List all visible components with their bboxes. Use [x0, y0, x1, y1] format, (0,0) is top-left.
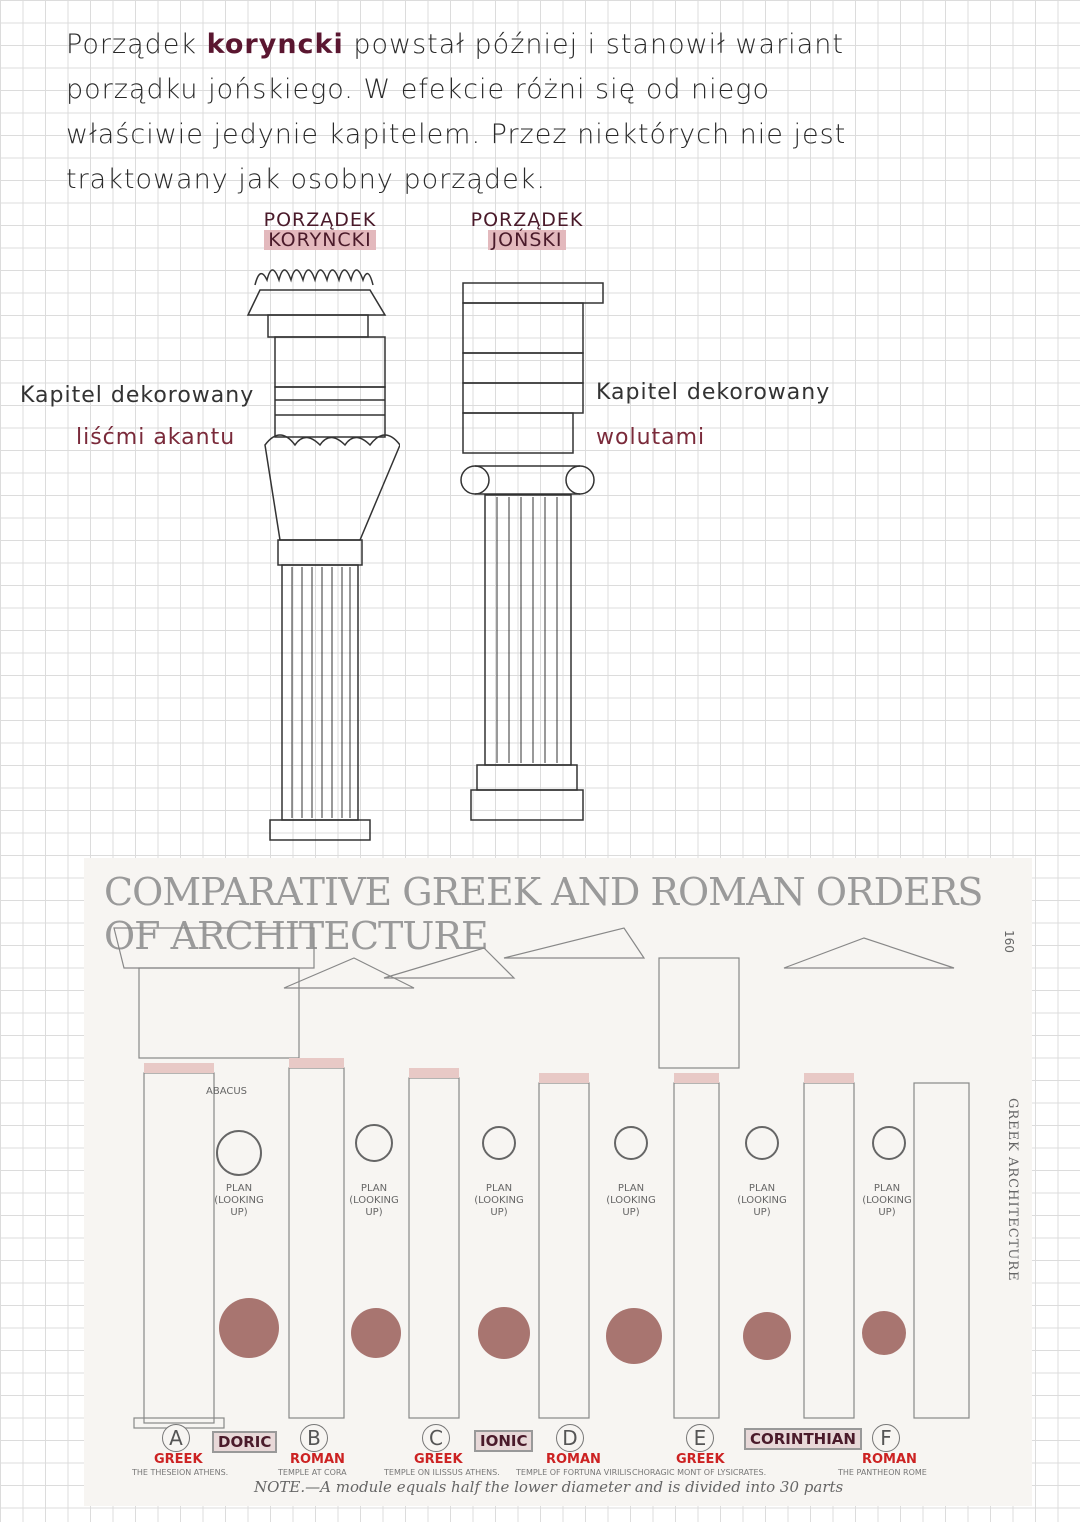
column-letter-a: A: [162, 1424, 190, 1452]
plan-label-d: PLAN (LOOKING UP): [606, 1183, 656, 1218]
era-f: ROMAN: [862, 1452, 917, 1467]
temple-a: THE THESEION ATHENS.: [132, 1468, 229, 1477]
plate-columns-drawing: [113, 927, 970, 1429]
corinthian-label-line2: KORYNCKI: [264, 230, 376, 250]
corinthian-label-line1: PORZĄDEK: [263, 209, 377, 231]
corinthian-label: PORZĄDEK KORYNCKI: [255, 210, 385, 250]
plate-title: COMPARATIVE GREEK AND ROMAN ORDERS OF AR…: [104, 870, 983, 958]
plan-label-e: PLAN (LOOKING UP): [737, 1183, 787, 1218]
right-annotation-line1: Kapitel dekorowany: [596, 380, 831, 405]
right-annotation-line2: wolutami: [596, 425, 706, 450]
era-c: GREEK: [414, 1452, 463, 1467]
temple-f: THE PANTHEON ROME: [838, 1468, 927, 1477]
abacus-label-a: ABACUS: [206, 1086, 248, 1097]
ionic-label-line1: PORZĄDEK: [470, 209, 584, 231]
era-b: ROMAN: [290, 1452, 345, 1467]
column-letter-d: D: [556, 1424, 584, 1452]
column-letter-f: F: [872, 1424, 900, 1452]
paragraph-text: Porządek: [66, 29, 207, 60]
column-letter-e: E: [686, 1424, 714, 1452]
page-number: 160: [1002, 930, 1016, 953]
plan-label-b: PLAN (LOOKING UP): [349, 1183, 399, 1218]
ionic-label: PORZĄDEK JOŃSKI: [462, 210, 592, 250]
ionic-column-drawing: [460, 282, 604, 821]
plan-label-f: PLAN (LOOKING UP): [862, 1183, 912, 1218]
left-annotation-line1: Kapitel dekorowany: [20, 383, 255, 408]
corinthian-column-drawing: [246, 269, 400, 841]
order-doric: DORIC: [212, 1431, 278, 1453]
era-a: GREEK: [154, 1452, 203, 1467]
intro-paragraph: Porządek koryncki powstał później i stan…: [66, 22, 866, 202]
temple-d: TEMPLE OF FORTUNA VIRILIS: [516, 1468, 632, 1477]
plan-label-a: PLAN (LOOKING UP): [214, 1183, 264, 1218]
plate-note: NOTE.—A module equals half the lower dia…: [254, 1478, 844, 1496]
paragraph-text-rest: powstał później i stanowił wariant porzą…: [66, 29, 847, 195]
plan-label-c: PLAN (LOOKING UP): [474, 1183, 524, 1218]
left-annotation-line2: liśćmi akantu: [76, 425, 236, 450]
column-letter-c: C: [422, 1424, 450, 1452]
order-corinthian: CORINTHIAN: [744, 1428, 862, 1450]
orders-plate: COMPARATIVE GREEK AND ROMAN ORDERS OF AR…: [84, 858, 1032, 1506]
era-d: ROMAN: [546, 1452, 601, 1467]
era-e: GREEK: [676, 1452, 725, 1467]
highlighted-word: koryncki: [206, 29, 344, 60]
ionic-label-line2: JOŃSKI: [487, 230, 567, 250]
column-letter-b: B: [300, 1424, 328, 1452]
temple-b: TEMPLE AT CORA: [278, 1468, 347, 1477]
order-ionic: IONIC: [474, 1430, 534, 1452]
plate-side-caption: GREEK ARCHITECTURE: [1005, 1098, 1020, 1282]
temple-e: CHORAGIC MONT OF LYSICRATES.: [632, 1468, 767, 1477]
temple-c: TEMPLE ON ILISSUS ATHENS.: [384, 1468, 500, 1477]
